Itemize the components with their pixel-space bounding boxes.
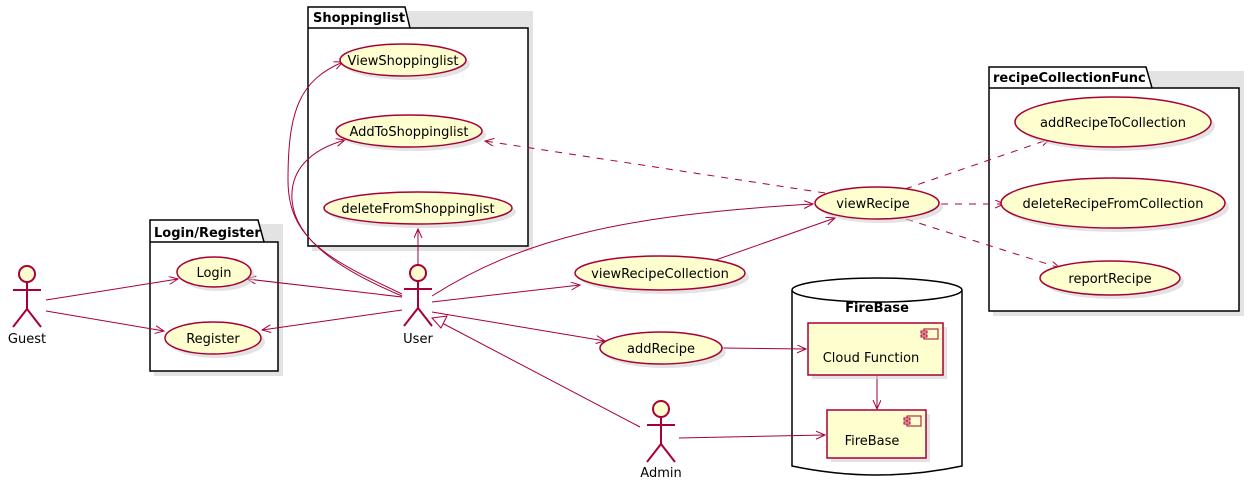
usecase-label: deleteFromShoppinglist [341,202,494,217]
edge-user-login [247,279,403,298]
edge-admin-user-generalization [441,322,641,428]
package-title: recipeCollectionFunc [993,71,1146,86]
usecase-login: Login [176,256,255,291]
package-title: Login/Register [154,226,261,241]
actor-user: User [403,264,433,347]
usecase-view-shoppinglist: ViewShoppinglist [339,43,470,80]
package-title: Shoppinglist [313,11,405,26]
edge-user-add-recipe [431,311,605,341]
actor-guest: Guest [8,265,46,347]
usecase-label: Login [196,266,231,281]
edge-guest-register [45,310,164,331]
actor-label: User [403,332,433,347]
usecase-delete-recipe-from-collection: deleteRecipeFromCollection [1000,177,1229,232]
edge-view-recipe-add-collection [904,139,1050,190]
actor-label: Guest [8,332,46,347]
generalization-arrowhead [430,315,448,329]
actor-head [18,265,36,283]
usecase-label: addRecipeToCollection [1040,116,1186,131]
edge-user-view-shoppinglist [287,62,403,295]
usecase-label: viewRecipe [836,197,909,212]
edge-user-view-collection [431,285,580,303]
edge-add-recipe-cloud-function [721,348,806,349]
usecase-label: reportRecipe [1068,272,1151,287]
usecase-label: Register [186,332,240,347]
usecase-add-to-shoppinglist: AddToShoppinglist [335,114,486,151]
edge-user-add-shoppinglist [291,140,403,297]
usecase-view-recipe: viewRecipe [814,186,943,223]
edge-guest-login [45,279,178,301]
actor-head [652,400,670,418]
actor-head [409,264,427,282]
usecase-delete-from-shoppinglist: deleteFromShoppinglist [323,191,516,228]
edge-view-recipe-add-shoppinglist [485,141,826,194]
database-title: FireBase [845,301,909,316]
component-label: Cloud Function [823,351,920,366]
usecase-add-recipe-to-collection: addRecipeToCollection [1014,96,1215,151]
usecase-label: addRecipe [627,342,695,357]
usecase-label: viewRecipeCollection [591,267,729,282]
edge-collection-view-recipe [709,218,835,263]
usecase-report-recipe: reportRecipe [1039,260,1184,299]
usecase-label: AddToShoppinglist [350,125,469,140]
usecase-add-recipe: addRecipe [599,331,726,368]
edge-admin-firebase [678,435,825,438]
component-firebase: FireBase [826,409,930,462]
usecase-label: deleteRecipeFromCollection [1023,197,1204,212]
edge-user-view-recipe [431,204,813,297]
edge-user-register [262,309,403,330]
usecase-view-recipe-collection: viewRecipeCollection [574,255,749,294]
component-icon [923,328,939,340]
usecase-label: ViewShoppinglist [348,54,459,69]
component-cloud-function: Cloud Function [807,322,947,379]
usecase-register: Register [164,321,265,358]
component-icon [906,415,922,427]
actor-label: Admin [640,466,681,481]
component-label: FireBase [845,434,900,449]
actor-admin: Admin [640,400,682,481]
